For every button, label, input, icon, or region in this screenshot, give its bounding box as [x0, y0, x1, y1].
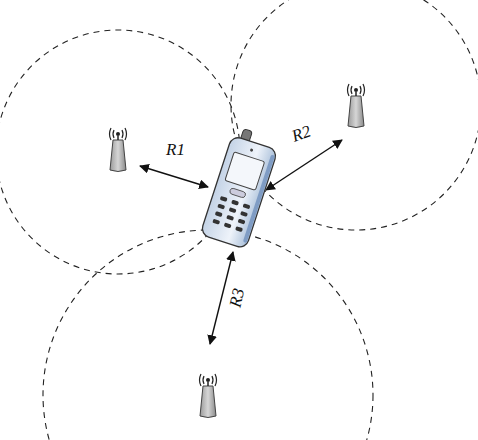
distance-arrow	[266, 140, 342, 190]
range-circle	[43, 230, 373, 440]
distance-label: R3	[226, 287, 249, 310]
cell-tower	[348, 84, 365, 128]
distance-label: R1	[166, 140, 185, 160]
mobile-phone	[200, 126, 281, 249]
cell-tower	[110, 128, 127, 172]
distance-arrow	[140, 166, 208, 187]
range-circle	[0, 30, 240, 274]
range-circle	[231, 0, 478, 230]
cell-tower	[200, 374, 217, 418]
distance-label: R2	[289, 121, 314, 146]
